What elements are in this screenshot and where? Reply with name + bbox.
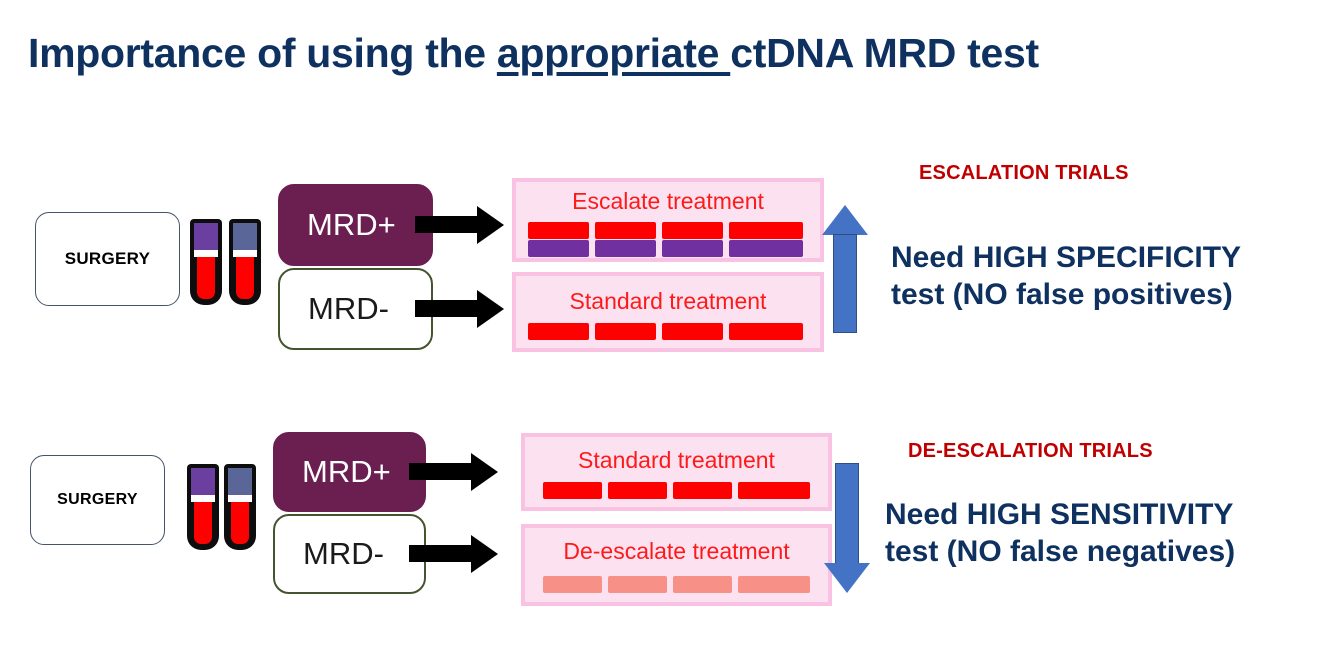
tube-blood [236, 257, 254, 299]
mrd-negative-box-escalation: MRD- [278, 268, 433, 350]
tube-cap-icon [191, 468, 215, 495]
treatment-bar [673, 482, 732, 499]
arrow-mrd-negative-to-panel-icon [409, 535, 499, 573]
panel-de-escalate-treatment: De-escalate treatment [521, 524, 832, 606]
treatment-bar [528, 240, 589, 257]
panel-label: De-escalate treatment [563, 538, 790, 564]
blood-tube-purple [187, 464, 219, 550]
surgery-box-escalation: SURGERY [35, 212, 180, 306]
arrow-mrd-positive-to-panel-icon [415, 206, 505, 244]
treatment-bar [595, 222, 656, 239]
treatment-bar [608, 482, 667, 499]
treatment-bar [543, 576, 602, 593]
de-escalation-requirement-text: Need HIGH SENSITIVITY test (NO false neg… [885, 497, 1235, 570]
tube-gap [194, 250, 218, 257]
treatment-bar [729, 323, 803, 340]
mrd-positive-box-de-escalation: MRD+ [273, 432, 426, 512]
arrow-mrd-positive-to-panel-icon [409, 453, 499, 491]
escalation-trials-title: ESCALATION TRIALS [919, 162, 1129, 184]
title-text-underlined: appropriate [496, 30, 731, 76]
escalation-requirement-text: Need HIGH SPECIFICITY test (NO false pos… [891, 240, 1241, 313]
panel-label: Escalate treatment [572, 188, 764, 214]
treatment-bar [673, 576, 732, 593]
treatment-bar [528, 323, 589, 340]
panel-standard-treatment-escalation: Standard treatment [512, 272, 824, 352]
treatment-bar [729, 222, 803, 239]
treatment-bar [738, 482, 810, 499]
surgery-label: SURGERY [57, 491, 138, 508]
treatment-bar [543, 482, 602, 499]
panel-escalate-treatment: Escalate treatment [512, 178, 824, 262]
requirement-line-2: test (NO false positives) [891, 277, 1233, 311]
title-text-prefix: Importance of using the [28, 30, 497, 76]
escalation-up-arrow-icon [822, 205, 868, 333]
panel-standard-treatment-de-escalation: Standard treatment [521, 433, 832, 511]
mrd-positive-box-escalation: MRD+ [278, 184, 433, 266]
tube-blood [197, 257, 215, 299]
requirement-line-1: Need HIGH SENSITIVITY [885, 498, 1234, 531]
mrd-negative-label: MRD- [308, 291, 389, 326]
treatment-bar [662, 323, 723, 340]
requirement-line-1: Need HIGH SPECIFICITY [891, 241, 1242, 274]
tube-cap-icon [228, 468, 252, 495]
tube-blood [231, 502, 249, 544]
tube-gap [233, 250, 257, 257]
mrd-positive-label: MRD+ [307, 207, 396, 242]
treatment-bar [662, 240, 723, 257]
requirement-line-2: test (NO false negatives) [885, 534, 1236, 568]
blood-tube-slate [229, 219, 261, 305]
panel-label: Standard treatment [578, 447, 775, 473]
treatment-bar [729, 240, 803, 257]
tube-gap [228, 495, 252, 502]
arrow-mrd-negative-to-panel-icon [415, 290, 505, 328]
tube-cap-icon [194, 223, 218, 250]
mrd-positive-label: MRD+ [302, 454, 391, 489]
mrd-negative-box-de-escalation: MRD- [273, 514, 426, 594]
treatment-bar [528, 222, 589, 239]
blood-tube-purple [190, 219, 222, 305]
de-escalation-trials-title: DE-ESCALATION TRIALS [908, 440, 1153, 462]
treatment-bar [662, 222, 723, 239]
tube-blood [194, 502, 212, 544]
blood-tube-slate [224, 464, 256, 550]
surgery-box-de-escalation: SURGERY [30, 455, 165, 545]
de-escalation-down-arrow-icon [824, 463, 870, 593]
treatment-bar [738, 576, 810, 593]
treatment-bar [595, 323, 656, 340]
treatment-bar [595, 240, 656, 257]
tube-gap [191, 495, 215, 502]
panel-label: Standard treatment [569, 288, 767, 314]
page-title: Importance of using the appropriate ctDN… [28, 30, 1039, 77]
surgery-label: SURGERY [64, 249, 151, 268]
tube-cap-icon [233, 223, 257, 250]
title-text-suffix: ctDNA MRD test [730, 30, 1039, 76]
treatment-bar [608, 576, 667, 593]
mrd-negative-label: MRD- [303, 536, 384, 571]
